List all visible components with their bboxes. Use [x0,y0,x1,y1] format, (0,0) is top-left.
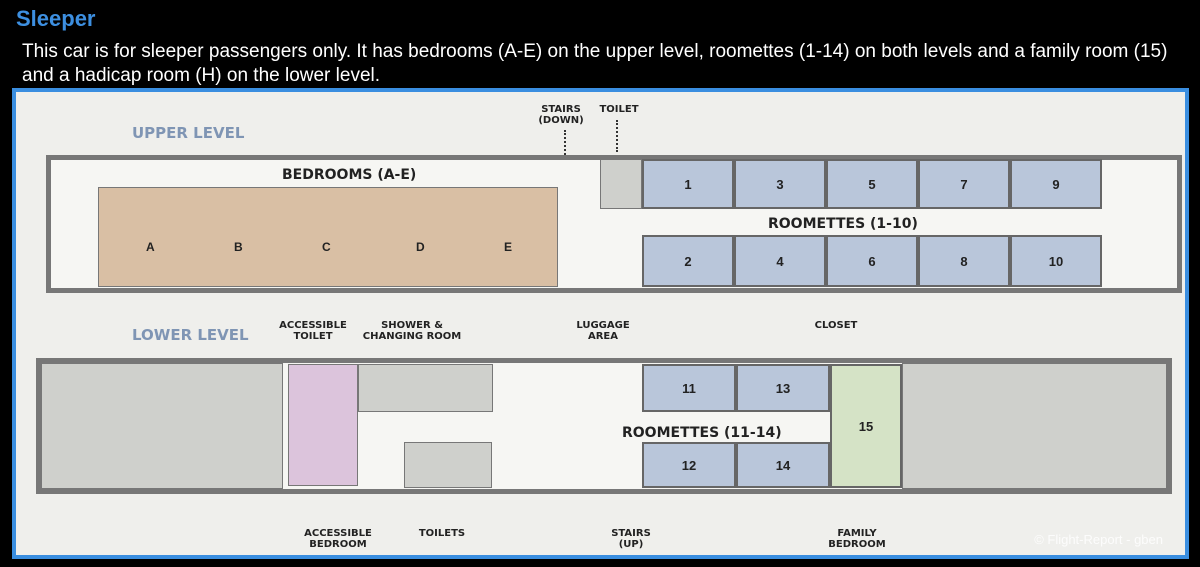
roomette-5: 5 [826,159,918,209]
bedroom-c: C [322,240,331,254]
roomette-8: 8 [918,235,1010,287]
roomette-12: 12 [642,442,736,488]
toilets-label: TOILETS [418,528,466,539]
stairs-down-label: STAIRS (DOWN) [538,104,584,126]
luggage-label: LUGGAGE AREA [576,320,630,342]
upper-top-row: 1 3 5 7 9 [642,159,1102,209]
roomettes-upper-label: ROOMETTES (1-10) [768,216,918,232]
closet-label: CLOSET [814,320,858,331]
roomette-4: 4 [734,235,826,287]
accessible-toilet-label: ACCESSIBLE TOILET [279,320,347,342]
lower-right-end [902,363,1167,489]
lower-left-end [41,363,283,489]
roomettes-lower-label: ROOMETTES (11-14) [622,425,782,441]
bedroom-b: B [234,240,243,254]
roomette-1: 1 [642,159,734,209]
floor-plan: UPPER LEVEL STAIRS (DOWN) TOILET BEDROOM… [12,88,1189,559]
description: This car is for sleeper passengers only.… [22,41,1168,86]
lower-top-row: 11 13 [642,364,830,412]
toilet-arrow [616,120,618,152]
bedrooms-area [98,187,558,287]
roomette-9: 9 [1010,159,1102,209]
shower-label: SHOWER & CHANGING ROOM [362,320,462,342]
bedroom-d: D [416,240,425,254]
upper-bottom-row: 2 4 6 8 10 [642,235,1102,287]
toilet-label: TOILET [599,104,639,115]
upper-toilet [600,159,642,209]
roomette-13: 13 [736,364,830,412]
stairs-up-label: STAIRS (UP) [611,528,651,550]
toilets-area [404,442,492,488]
lower-bottom-row: 12 14 [642,442,830,488]
bedroom-e: E [504,240,513,254]
bedrooms-label: BEDROOMS (A-E) [282,167,417,183]
bedroom-a: A [146,240,155,254]
accessible-bedroom [288,364,358,486]
lower-level-label: LOWER LEVEL [132,326,249,344]
family-bedroom-label: FAMILY BEDROOM [828,528,886,550]
watermark: © Flight-Report - gben [1034,532,1163,547]
roomette-6: 6 [826,235,918,287]
page-title: Sleeper [16,6,96,31]
roomette-2: 2 [642,235,734,287]
roomette-3: 3 [734,159,826,209]
roomette-10: 10 [1010,235,1102,287]
upper-level-label: UPPER LEVEL [132,124,245,142]
roomette-11: 11 [642,364,736,412]
roomette-7: 7 [918,159,1010,209]
shower-room [358,364,493,412]
family-bedroom: 15 [830,364,902,488]
accessible-bedroom-label: ACCESSIBLE BEDROOM [304,528,372,550]
roomette-14: 14 [736,442,830,488]
